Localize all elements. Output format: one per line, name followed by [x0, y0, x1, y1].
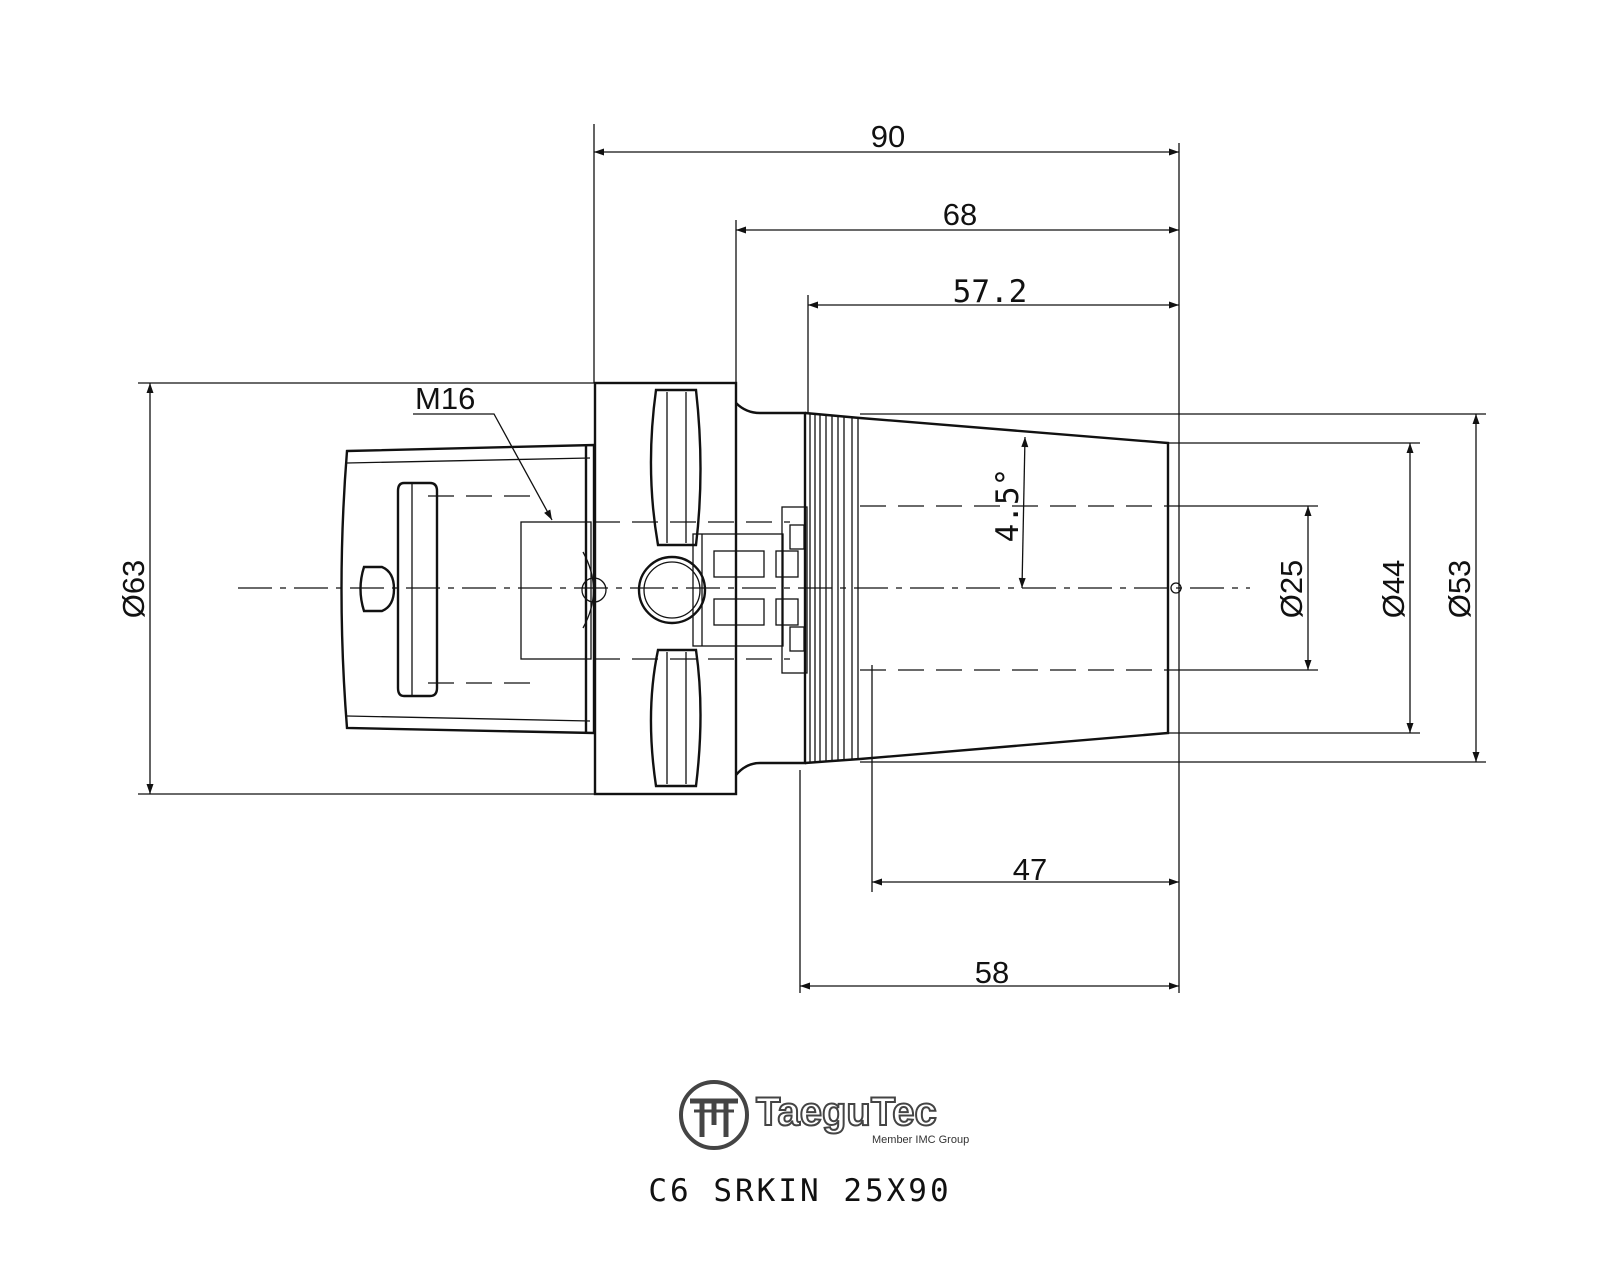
- dim-angle: 4.5°: [990, 468, 1026, 543]
- part-code: C6 SRKIN 25X90: [648, 1173, 952, 1209]
- dim-dia-44: Ø44: [1376, 560, 1411, 619]
- dim-dia-63: Ø63: [116, 560, 151, 619]
- dim-length-47: 47: [1013, 852, 1047, 887]
- dimension-lines: [138, 124, 1486, 993]
- taegutec-tt-logo-icon: [679, 1080, 749, 1150]
- dim-length-58: 58: [975, 955, 1009, 990]
- dimension-labels: 90 68 57.2 47 58 M16 4.5° Ø63 Ø25 Ø44 Ø5…: [116, 119, 1477, 990]
- dim-thread-m16: M16: [415, 381, 475, 416]
- brand-tagline: Member IMC Group: [872, 1134, 969, 1146]
- taegutec-logo: TaeguTec Member IMC Group: [679, 1080, 969, 1150]
- brand-name: TaeguTec: [756, 1090, 937, 1134]
- part-outline: [238, 381, 1250, 796]
- dim-overall-length: 90: [871, 119, 905, 154]
- dim-shank-length: 68: [943, 197, 977, 232]
- dim-dia-25: Ø25: [1274, 560, 1309, 619]
- dim-dia-53: Ø53: [1442, 560, 1477, 619]
- dim-taper-length: 57.2: [953, 274, 1028, 310]
